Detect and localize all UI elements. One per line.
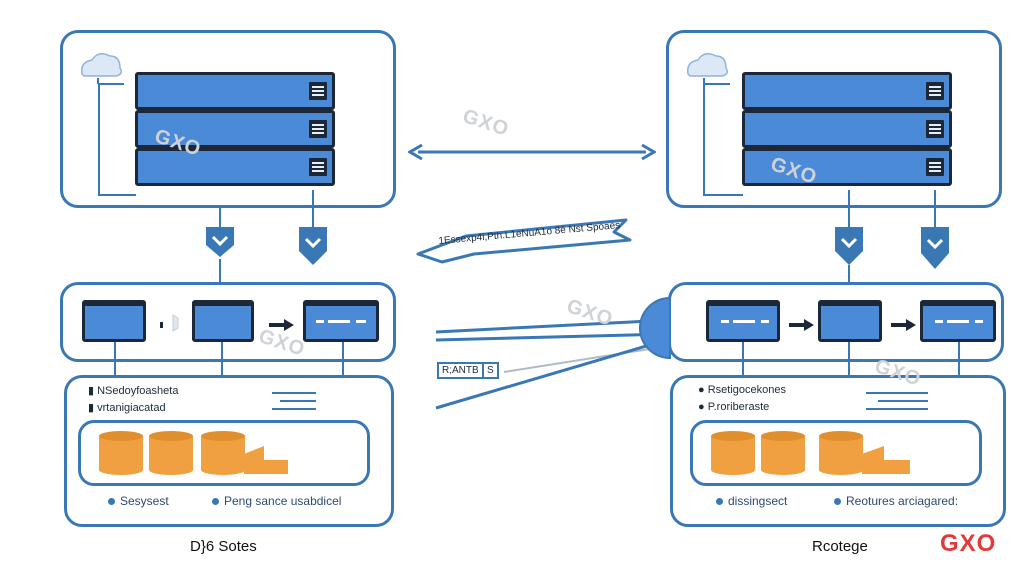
half-circle-icon	[639, 296, 671, 360]
chevron-down-icon	[921, 227, 949, 269]
bullet-icon	[716, 498, 723, 506]
vent-icon	[309, 120, 327, 138]
database-icon	[99, 431, 143, 475]
link-lines	[435, 318, 671, 410]
right-footer-1: dissingsect	[716, 494, 787, 508]
right-server-rack-1	[742, 72, 952, 110]
status-bar	[733, 320, 755, 323]
bullet-icon	[108, 498, 115, 506]
dot-icon	[160, 322, 163, 328]
left-connector-6	[342, 342, 344, 376]
left-footer-label-2: Peng sance usabdicel	[224, 494, 342, 508]
right-module-1	[706, 300, 780, 342]
bidirectional-arrow	[408, 143, 656, 161]
list-item-label: NSedoyfoasheta	[97, 385, 179, 397]
left-connector-4	[114, 342, 116, 376]
right-footer-2: Reotures arciagared:	[834, 494, 958, 508]
status-bar	[328, 320, 350, 323]
left-module-1	[82, 300, 146, 342]
list-item-label: P.roriberaste	[707, 401, 770, 413]
list-item-label: Rsetigocekones	[707, 384, 786, 396]
database-icon	[149, 431, 193, 475]
vent-icon	[926, 82, 944, 100]
left-connector-1	[219, 208, 221, 228]
chevron-down-icon	[835, 227, 863, 265]
left-rack-bus-bottom	[98, 194, 136, 196]
bullet-icon	[834, 498, 841, 506]
left-footer-label-1: Sesysest	[120, 494, 169, 508]
cloud-icon	[80, 53, 124, 85]
tag-label-2: S	[482, 362, 499, 379]
list-item: ▮ NSedoyfoasheta	[88, 385, 179, 397]
list-item: ● P.roriberaste	[698, 401, 770, 413]
left-footer-2: Peng sance usabdicel	[212, 494, 341, 508]
chevron-down-icon	[206, 227, 234, 257]
right-module-3	[920, 300, 996, 342]
right-caption: Rcotege	[812, 538, 868, 555]
right-connector-5	[848, 342, 850, 376]
arrow-right-icon	[269, 319, 294, 331]
status-bar	[316, 320, 324, 323]
database-icon	[819, 431, 910, 475]
left-module-3	[303, 300, 379, 342]
status-bar	[356, 320, 366, 323]
cloud-icon	[686, 53, 730, 85]
left-module-2	[192, 300, 254, 342]
right-footer-label-2: Reotures arciagared:	[846, 494, 959, 508]
right-footer-label-1: dissingsect	[728, 494, 788, 508]
left-server-rack-3	[135, 148, 335, 186]
list-item: ▮ vrtanigiacatad	[88, 402, 166, 414]
bullet-icon	[212, 498, 219, 506]
right-connector-2	[934, 190, 936, 228]
right-connector-4	[742, 342, 744, 376]
vent-icon	[309, 82, 327, 100]
status-bar	[947, 320, 969, 323]
left-connector-2	[312, 190, 314, 228]
status-bar	[975, 320, 983, 323]
database-icon	[711, 431, 755, 475]
right-module-2	[818, 300, 882, 342]
right-server-rack-3	[742, 148, 952, 186]
vent-icon	[926, 120, 944, 138]
tag-label-1: R;ANTB	[437, 362, 484, 379]
left-server-rack-2	[135, 110, 335, 148]
arrow-right-icon	[891, 319, 916, 331]
left-connector-5	[221, 342, 223, 376]
left-rack-bus	[98, 84, 100, 194]
right-server-rack-2	[742, 110, 952, 148]
chevron-down-icon	[299, 227, 327, 265]
status-bar	[721, 320, 729, 323]
lines-icon	[272, 392, 316, 410]
watermark: GXO	[459, 105, 512, 141]
right-rack-bus	[703, 84, 705, 194]
vent-icon	[926, 158, 944, 176]
banner-arrow-shape	[416, 218, 632, 264]
right-connector-3	[848, 265, 850, 283]
right-rack-bus-bottom	[703, 194, 743, 196]
arrow-right-icon	[789, 319, 814, 331]
cursor-icon	[172, 314, 179, 332]
lines-icon	[866, 392, 928, 410]
status-bar	[935, 320, 943, 323]
database-icon	[761, 431, 805, 475]
vent-icon	[309, 158, 327, 176]
database-icon	[201, 431, 288, 475]
status-bar	[761, 320, 769, 323]
left-connector-3	[219, 259, 221, 283]
right-connector-6	[958, 342, 960, 376]
list-item: ● Rsetigocekones	[698, 384, 786, 396]
list-item-label: vrtanigiacatad	[97, 402, 166, 414]
left-server-rack-1	[135, 72, 335, 110]
right-connector-1	[848, 190, 850, 228]
left-footer-1: Sesysest	[108, 494, 169, 508]
brand-logo: GXO	[940, 530, 997, 557]
left-caption: D}6 Sotes	[190, 538, 257, 555]
